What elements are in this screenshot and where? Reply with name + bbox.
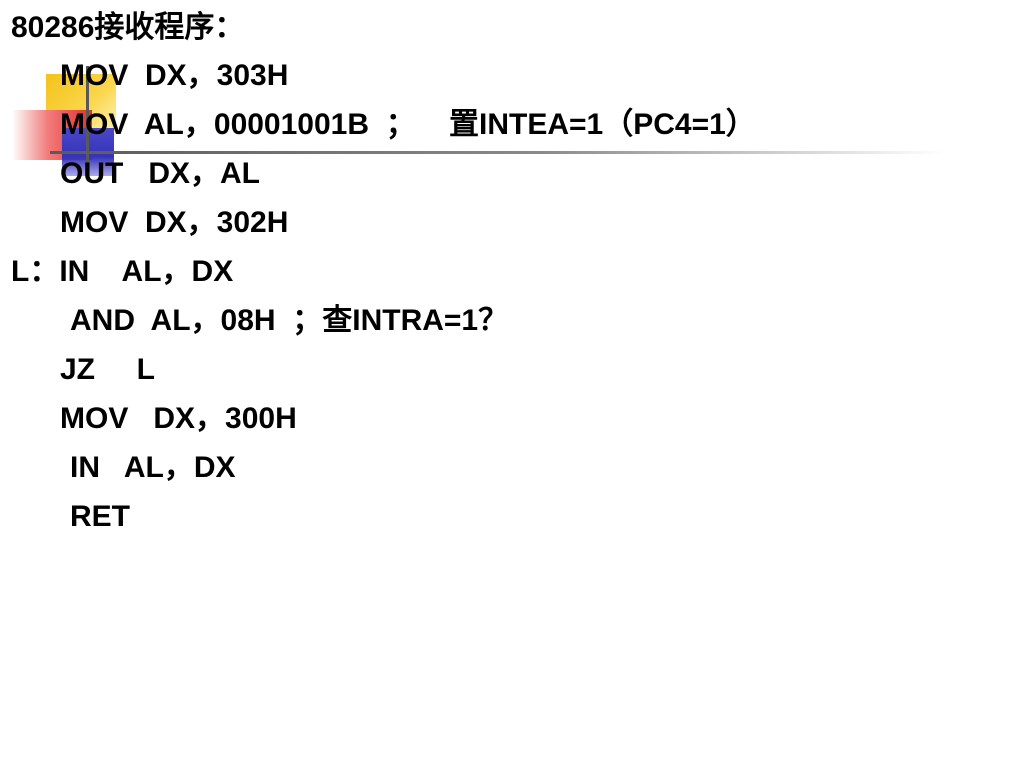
slide-title: 80286接收程序：: [11, 11, 245, 44]
code-line: RET: [70, 500, 130, 533]
code-line: OUT DX，AL: [60, 157, 260, 190]
code-line: MOV DX，300H: [60, 402, 297, 435]
code-line: AND AL，08H ；查INTRA=1？: [70, 304, 509, 337]
decorative-horizontal-line: [50, 151, 945, 154]
code-line: JZ L: [60, 353, 156, 386]
code-line: MOV DX，302H: [60, 206, 289, 239]
code-line: MOV DX，303H: [60, 59, 289, 92]
code-line: L：IN AL，DX: [11, 255, 234, 288]
code-line: MOV AL，00001001B ； 置INTEA=1（PC4=1）: [60, 108, 756, 141]
decorative-vertical-line: [86, 66, 89, 174]
code-line: IN AL，DX: [70, 451, 236, 484]
